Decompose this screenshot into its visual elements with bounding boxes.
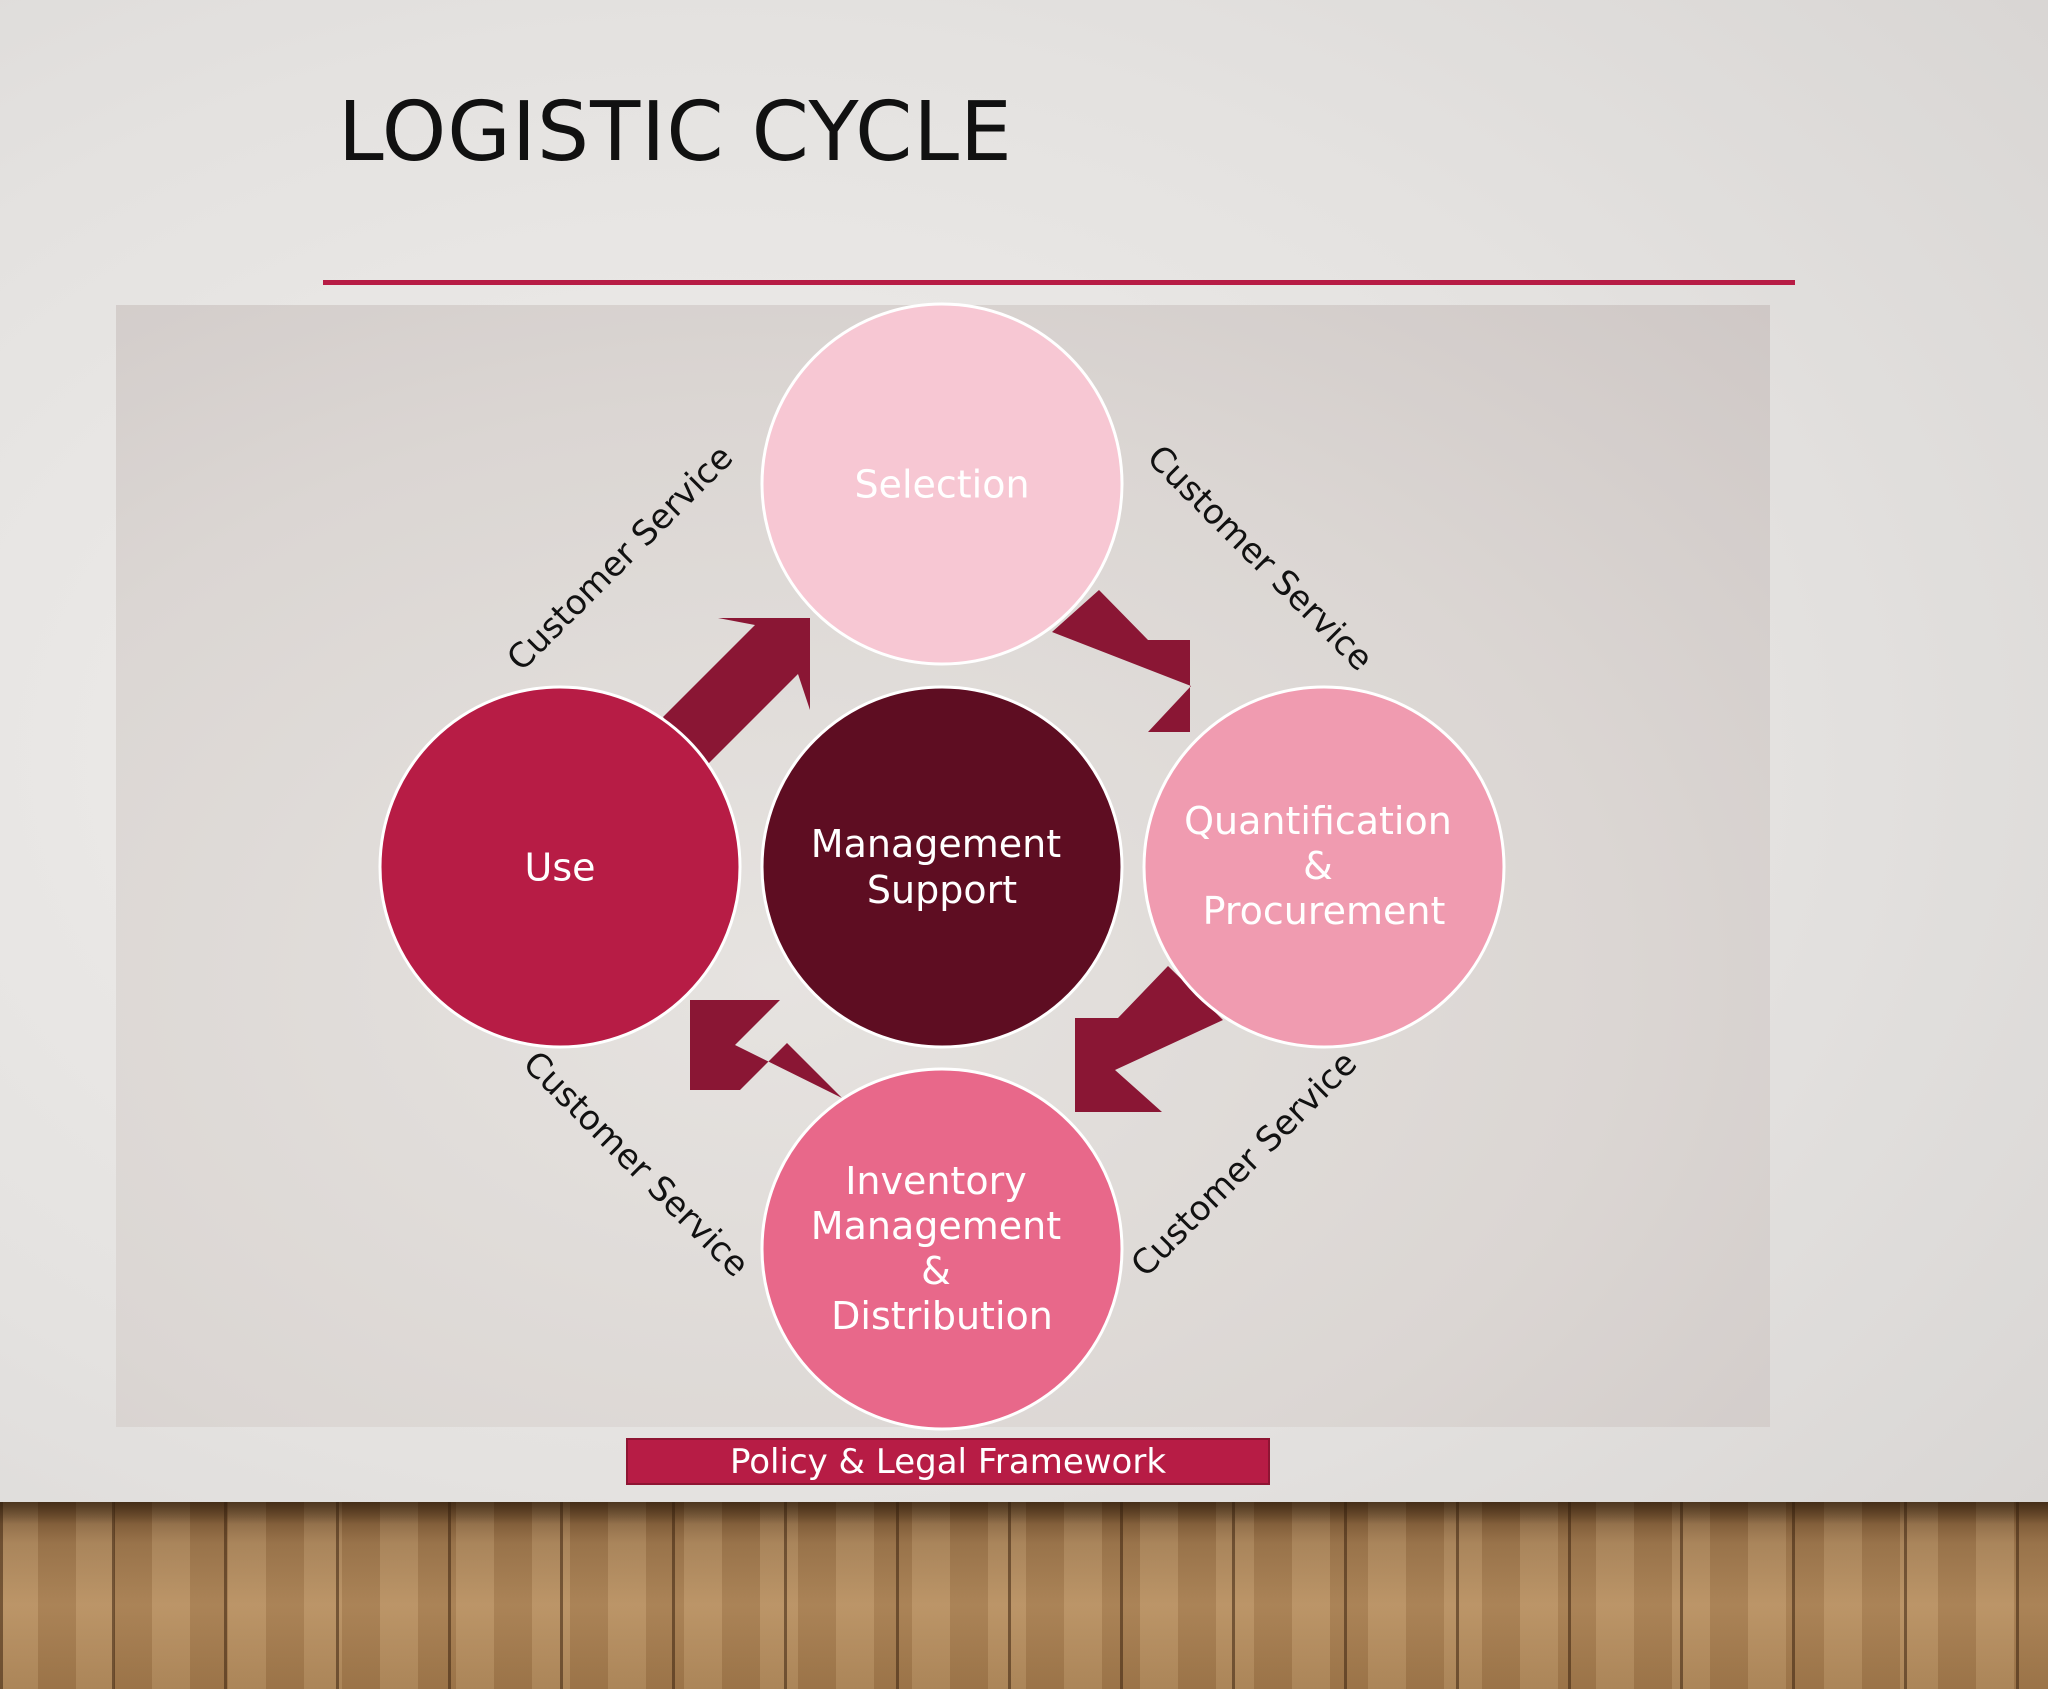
arrow-selection-to-quantification	[1052, 590, 1191, 732]
edge-label-top-left: Customer Service	[499, 437, 741, 679]
arrow-quantification-to-inventory	[1075, 966, 1223, 1112]
slide-title: LOGISTIC CYCLE	[338, 85, 1013, 180]
node-quantification	[1142, 685, 1506, 1049]
wood-floor	[0, 1502, 2048, 1689]
label-line: Quantification	[1184, 799, 1452, 843]
label-line: Use	[525, 845, 596, 889]
floor-shadow	[0, 1502, 2048, 1524]
title-underline	[323, 280, 1795, 285]
node-label-use: Use	[525, 845, 596, 889]
label-line: Selection	[854, 462, 1029, 506]
node-label-selection: Selection	[854, 462, 1029, 506]
node-center	[760, 685, 1124, 1049]
node-use	[378, 685, 742, 1049]
label-line: Distribution	[831, 1294, 1053, 1338]
label-line: Procurement	[1203, 889, 1446, 933]
edge-label-bottom-right: Customer Service	[1123, 1043, 1365, 1285]
label-line: Inventory	[845, 1159, 1027, 1203]
policy-legal-framework-banner: Policy & Legal Framework	[626, 1438, 1270, 1485]
label-line: &	[1303, 844, 1333, 888]
node-inventory	[760, 1067, 1124, 1431]
label-line: Management	[811, 822, 1061, 866]
label-line: &	[921, 1249, 951, 1293]
label-line: Management	[811, 1204, 1061, 1248]
node-label-center: Management Support	[811, 822, 1073, 912]
node-selection	[760, 302, 1124, 666]
label-line: Support	[867, 868, 1017, 912]
node-label-quantification: Quantification & Procurement	[1184, 799, 1464, 933]
node-label-inventory: Inventory Management & Distribution	[811, 1159, 1073, 1338]
arrow-inventory-to-use	[690, 1000, 842, 1098]
arrow-use-to-selection	[663, 618, 810, 766]
